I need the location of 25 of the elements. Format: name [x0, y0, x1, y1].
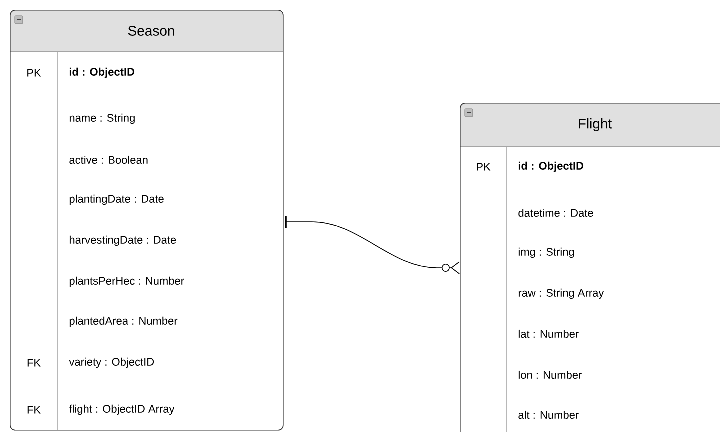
- entity-title: Season: [128, 26, 174, 36]
- field-label: lon : Number: [518, 370, 582, 380]
- key-label: PK: [28, 69, 42, 77]
- field-label: alt : Number: [518, 410, 579, 420]
- field-label: plantsPerHec : Number: [70, 276, 184, 288]
- field-label: raw : String Array: [518, 288, 604, 300]
- field-label: variety : ObjectID: [69, 358, 154, 368]
- field-label: id : ObjectID: [518, 162, 584, 172]
- key-label: PK: [477, 163, 491, 171]
- field-label: img : String: [518, 248, 574, 258]
- relationship-line: [285, 216, 460, 274]
- key-label: FK: [28, 406, 41, 414]
- field-label: active : Boolean: [70, 156, 148, 164]
- key-label: FK: [28, 359, 41, 367]
- entity-title: Flight: [579, 118, 612, 132]
- field-label: lat : Number: [518, 330, 579, 338]
- field-label: datetime : Date: [518, 208, 594, 218]
- field-label: harvestingDate : Date: [70, 236, 176, 246]
- entity-table: [460, 103, 720, 432]
- field-label: plantedArea : Number: [70, 316, 178, 328]
- field-label: name : String: [70, 114, 135, 124]
- field-label: plantingDate : Date: [70, 194, 164, 206]
- entity-table: [10, 10, 284, 431]
- field-label: flight : ObjectID Array: [69, 404, 175, 416]
- field-label: id : ObjectID: [70, 68, 135, 78]
